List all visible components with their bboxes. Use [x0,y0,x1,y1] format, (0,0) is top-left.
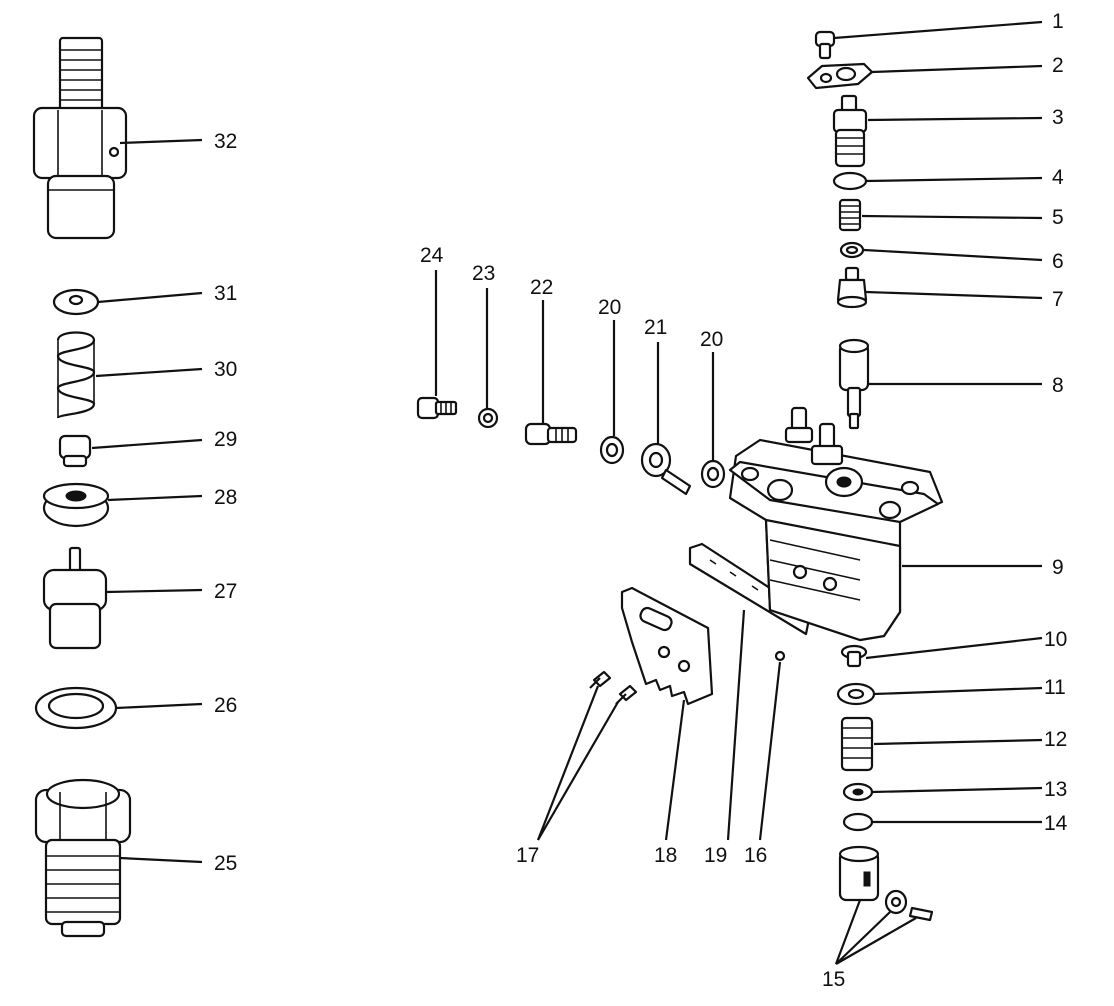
callout-9: 9 [1052,556,1064,579]
callout-29: 29 [214,428,237,451]
callout-10: 10 [1044,628,1067,651]
part-20-washer-b [700,459,726,489]
callout-12: 12 [1044,728,1067,751]
part-21-banjo-fitting [640,442,692,496]
part-10-bushing [840,644,868,668]
part-6-washer [839,241,865,259]
part-14-shim [842,812,874,832]
part-24-bolt [416,396,458,420]
part-23-washer [477,407,499,429]
callout-26: 26 [214,694,237,717]
callout-5: 5 [1052,206,1064,229]
part-12-plunger-spring [840,716,874,772]
callout-11: 11 [1044,676,1066,699]
part-29-plug [58,434,92,468]
callout-6: 6 [1052,250,1064,273]
callout-19: 19 [704,844,727,867]
callout-8: 8 [1052,374,1064,397]
callout-28: 28 [214,486,237,509]
part-28-seat [42,482,110,528]
callout-24: 24 [420,244,444,267]
part-5-spring [838,198,862,232]
callout-31: 31 [214,282,237,305]
callout-15: 15 [822,968,845,991]
part-15-tappet-roller-pin [838,845,934,922]
part-22-banjo-bolt [524,422,578,446]
callout-18: 18 [654,844,677,867]
part-26-gasket [34,686,118,730]
callout-27: 27 [214,580,237,603]
callout-13: 13 [1044,778,1067,801]
part-11-spring-seat [836,682,876,706]
callout-7: 7 [1052,288,1064,311]
callout-21: 21 [644,316,667,339]
part-8-plunger [838,338,870,430]
part-27-nozzle [42,546,108,650]
part-25-retaining-nut [34,778,132,938]
callout-30: 30 [214,358,237,381]
callout-1: 1 [1052,10,1064,33]
callout-4: 4 [1052,166,1064,189]
part-18-cover-plate [620,586,714,706]
part-17-screws [589,670,638,705]
part-7-delivery-valve [836,266,868,309]
part-2-plate [806,62,874,90]
callout-20-left: 20 [598,296,621,319]
callout-20-right: 20 [700,328,723,351]
part-4-o-ring [832,171,868,191]
callout-17: 17 [516,844,539,867]
part-9-pump-housing [728,406,944,642]
callout-3: 3 [1052,106,1064,129]
part-13-lower-seat [842,782,874,802]
part-31-washer [52,288,100,316]
part-30-spring [56,331,96,420]
part-16-pin [774,650,786,662]
callout-16: 16 [744,844,767,867]
callout-2: 2 [1052,54,1064,77]
callout-25: 25 [214,852,237,875]
callout-32: 32 [214,130,237,153]
callout-23: 23 [472,262,495,285]
part-32-nozzle-holder [32,36,128,240]
callout-14: 14 [1044,812,1068,835]
callout-22: 22 [530,276,553,299]
part-3-delivery-valve-holder [832,94,868,168]
part-1-screw [814,30,836,60]
part-20-washer-a [599,435,625,465]
